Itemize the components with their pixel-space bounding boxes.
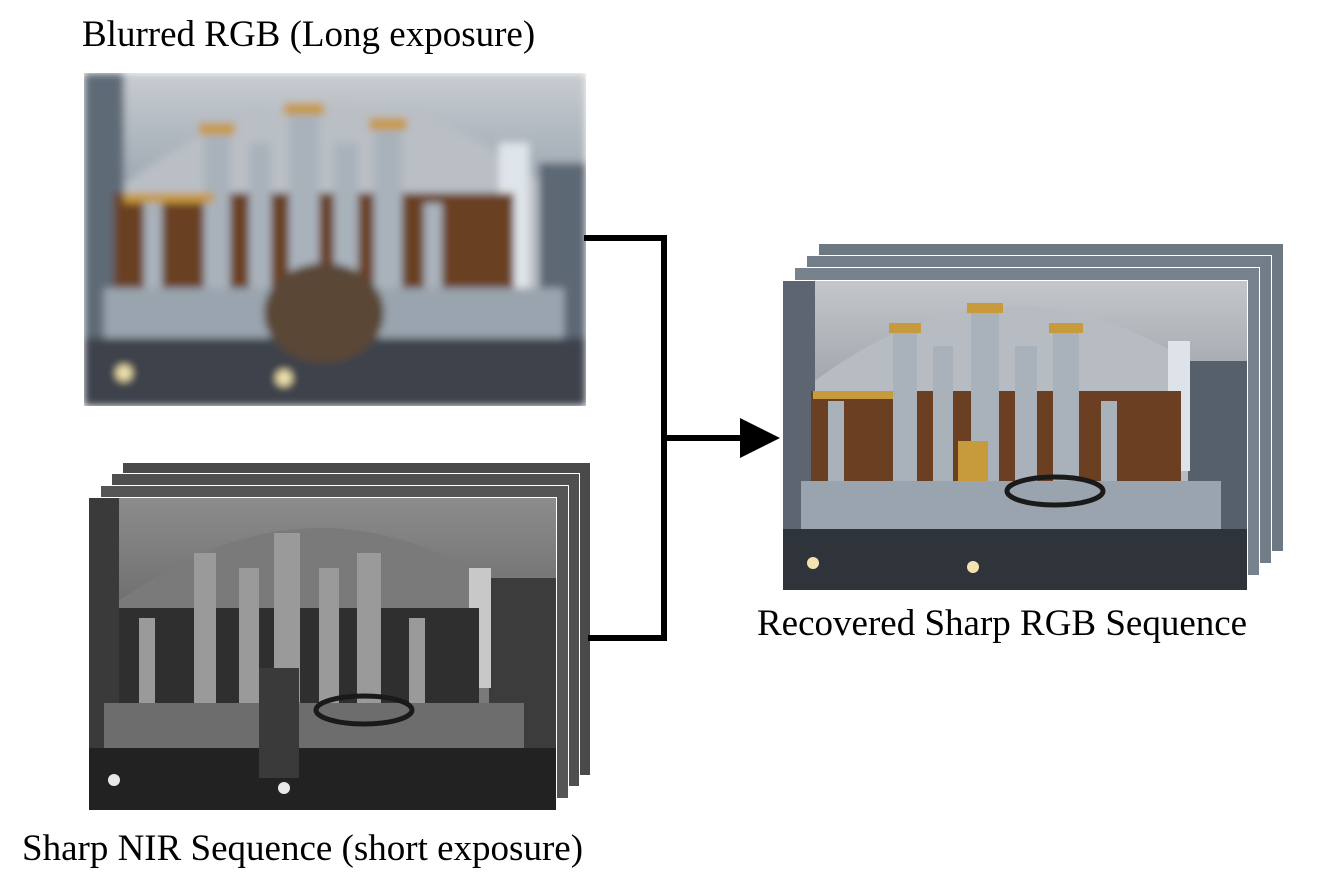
connector-lines [584, 235, 745, 641]
blurred-rgb-image [84, 73, 586, 406]
blurred-rgb-label: Blurred RGB (Long exposure) [82, 14, 536, 55]
recovered-rgb-image [782, 280, 1248, 591]
sharp-nir-image [88, 497, 557, 811]
arrow-head-icon [740, 418, 780, 458]
sharp-nir-label: Sharp NIR Sequence (short exposure) [22, 828, 584, 869]
recovered-sharp-label: Recovered Sharp RGB Sequence [757, 603, 1248, 644]
